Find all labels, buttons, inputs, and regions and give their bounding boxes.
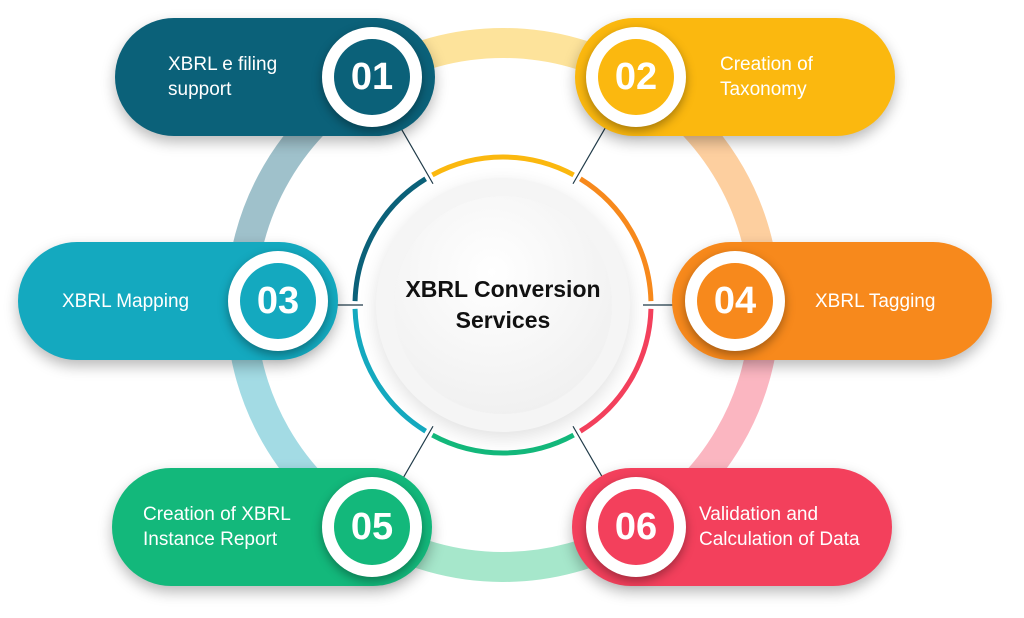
inner-ring-segment	[431, 154, 575, 178]
center-circle: XBRL Conversion Services	[394, 196, 612, 414]
step-06-badge: 06	[586, 477, 686, 577]
inner-ring-segment	[579, 176, 654, 302]
step-04-label: XBRL Tagging	[815, 290, 936, 312]
step-01-badge: 01	[322, 27, 422, 127]
inner-ring-segment	[579, 308, 654, 434]
inner-ring-segment	[352, 176, 427, 302]
step-03-badge: 03	[228, 251, 328, 351]
inner-ring-segment	[352, 308, 427, 434]
center-title-line2: Services	[455, 307, 551, 333]
step-02-badge: 02	[586, 27, 686, 127]
inner-ring-segment	[431, 432, 575, 456]
step-04-badge: 04	[685, 251, 785, 351]
step-03-pill: XBRL Mapping 03	[18, 242, 338, 360]
step-04-pill: 04 XBRL Tagging	[672, 242, 992, 360]
step-03-label: XBRL Mapping	[62, 290, 190, 312]
step-05-badge: 05	[322, 477, 422, 577]
center-title-line1: XBRL Conversion	[405, 276, 601, 302]
